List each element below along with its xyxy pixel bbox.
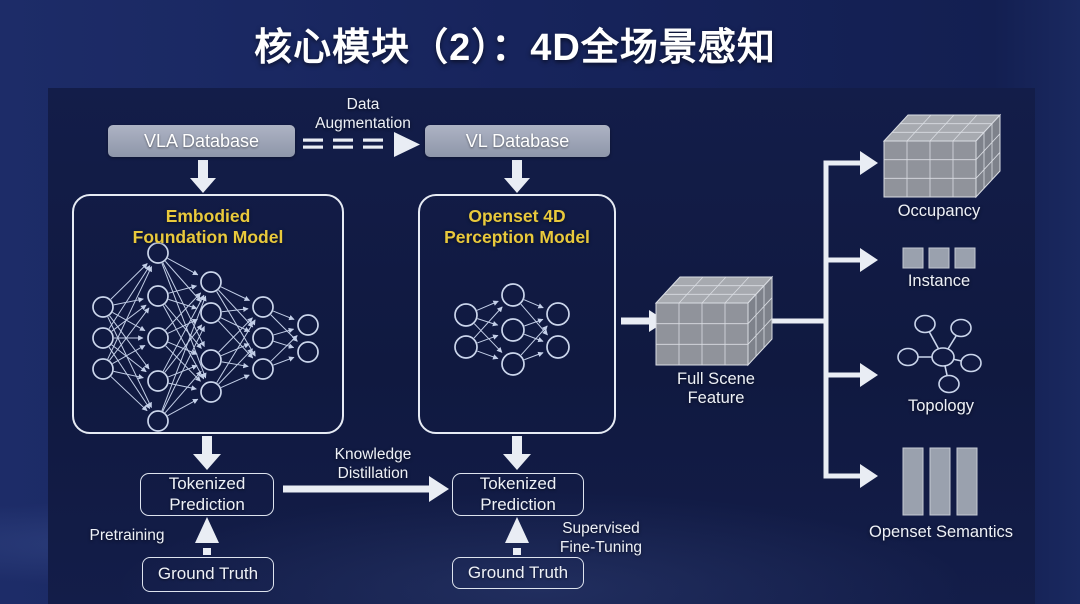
full-scene-feature-label: Full Scene Feature xyxy=(677,370,755,408)
arrow-vla-db-to-model xyxy=(190,160,216,193)
pretraining-label: Pretraining xyxy=(89,527,165,544)
supervised-fine-tuning-label: Supervised Fine-Tuning xyxy=(559,520,643,556)
output-branch-lines xyxy=(770,151,878,488)
arrow-branch-2 xyxy=(826,363,878,387)
diagram-panel xyxy=(48,88,1035,604)
occupancy-label: Occupancy xyxy=(897,202,981,220)
arrow-model-to-feature xyxy=(621,310,666,332)
ground-truth-left-box: Ground Truth xyxy=(142,557,274,592)
arrow-branch-1 xyxy=(826,248,878,272)
arrow-vl-db-to-model xyxy=(504,160,530,193)
instance-label: Instance xyxy=(907,272,971,290)
occupancy-voxel-cube-icon xyxy=(882,113,1002,199)
flow-arrows xyxy=(190,160,666,502)
openset-semantics-label: Openset Semantics xyxy=(869,523,1013,541)
arrow-model-to-tokenized-mid xyxy=(503,436,531,470)
tokenized-prediction-mid-box: Tokenized Prediction xyxy=(452,473,584,516)
arrow-model-to-tokenized-left xyxy=(193,436,221,470)
arrow-branch-3 xyxy=(826,464,878,488)
vl-database-box: VL Database xyxy=(425,125,610,157)
vla-database-box: VLA Database xyxy=(108,125,295,157)
embodied-foundation-model-title: Embodied Foundation Model xyxy=(132,206,284,247)
topology-label: Topology xyxy=(907,397,975,415)
ground-truth-arrows xyxy=(195,517,529,555)
openset-4d-perception-model-box: Openset 4D Perception Model xyxy=(418,194,616,434)
topology-graph-icon xyxy=(897,314,982,394)
data-augmentation-arrow xyxy=(303,132,420,157)
full-scene-feature-voxel-cube-icon xyxy=(654,275,774,367)
openset-semantics-bars-icon xyxy=(902,447,978,516)
instance-squares-icon xyxy=(902,247,976,269)
openset-4d-perception-model-title: Openset 4D Perception Model xyxy=(444,206,590,247)
arrow-branch-0 xyxy=(826,151,878,175)
ground-truth-mid-box: Ground Truth xyxy=(452,557,584,589)
openset-model-network-icon xyxy=(454,283,570,376)
knowledge-distillation-label: Knowledge Distillation xyxy=(334,446,412,482)
embodied-foundation-model-box: Embodied Foundation Model xyxy=(72,194,344,434)
tokenized-prediction-left-box: Tokenized Prediction xyxy=(140,473,274,516)
data-augmentation-label: Data Augmentation xyxy=(315,96,411,132)
slide-title: 核心模块（2）：4D全场景感知 xyxy=(254,27,776,69)
arrow-knowledge-distillation xyxy=(283,476,449,502)
embodied-model-network-icon xyxy=(92,242,319,432)
